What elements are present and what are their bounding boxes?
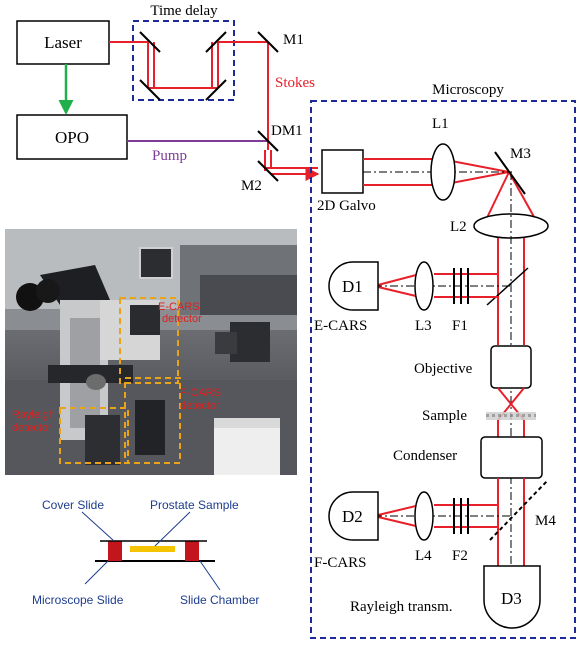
microscopy-box bbox=[310, 100, 576, 639]
slide-chamber-right bbox=[185, 541, 199, 561]
stokes-beam bbox=[109, 41, 269, 150]
m3-label: M3 bbox=[510, 146, 531, 162]
prostate-sample-label: Prostate Sample bbox=[150, 498, 239, 512]
objective-label: Objective bbox=[414, 361, 473, 377]
detector-d2 bbox=[328, 491, 379, 541]
prostate-sample-strip bbox=[130, 546, 175, 552]
l1-label: L1 bbox=[432, 116, 449, 132]
lens-l1 bbox=[430, 143, 456, 201]
l4-label: L4 bbox=[415, 548, 432, 564]
lens-l4 bbox=[414, 491, 434, 541]
time-delay-label: Time delay bbox=[150, 3, 218, 19]
ecars-beam bbox=[373, 273, 498, 298]
mirror-m2 bbox=[257, 160, 279, 182]
detector-d1 bbox=[328, 261, 379, 311]
sample-marker bbox=[486, 412, 536, 420]
opo-label: OPO bbox=[55, 128, 89, 147]
photo-rayleigh-box bbox=[59, 407, 129, 464]
photo-ecars-label-1: E-CARS bbox=[158, 301, 200, 313]
l3-label: L3 bbox=[415, 318, 432, 334]
stokes-label: Stokes bbox=[275, 75, 315, 91]
d1-label: D1 bbox=[342, 277, 363, 296]
m2-label: M2 bbox=[241, 178, 262, 194]
slide-leader-lines bbox=[81, 511, 221, 591]
laser-box bbox=[16, 20, 110, 65]
filter-f1 bbox=[453, 268, 469, 304]
slide-diagram: Cover Slide Prostate Sample Microscope S… bbox=[32, 498, 259, 607]
photo-rayleigh-label-1: Rayleigh bbox=[12, 409, 55, 421]
dm1-label: DM1 bbox=[271, 123, 303, 139]
mirror-dm1 bbox=[257, 130, 279, 152]
photo-ecars-label-2: detector bbox=[162, 313, 202, 325]
vertical-beam-lower bbox=[497, 478, 525, 566]
objective-box bbox=[490, 345, 532, 389]
rayleigh-transm-label: Rayleigh transm. bbox=[350, 599, 452, 615]
time-delay-box bbox=[132, 20, 235, 101]
lens-l3 bbox=[414, 261, 434, 311]
d2-label: D2 bbox=[342, 507, 363, 526]
fcars-label: F-CARS bbox=[314, 555, 367, 571]
laser-label: Laser bbox=[44, 33, 82, 52]
m1-label: M1 bbox=[283, 32, 304, 48]
photo-fcars-label-2: detector bbox=[180, 400, 220, 412]
photo-ecars-box bbox=[119, 297, 179, 384]
condenser-box bbox=[480, 436, 543, 479]
setup-photo: E-CARS detector F-CARS detector Rayleigh… bbox=[5, 229, 297, 475]
ecars-label: E-CARS bbox=[314, 318, 367, 334]
f2-label: F2 bbox=[452, 548, 468, 564]
d3-label: D3 bbox=[501, 589, 522, 608]
condenser-label: Condenser bbox=[393, 448, 457, 464]
f1-label: F1 bbox=[452, 318, 468, 334]
photo-rayleigh-label-2: detector bbox=[12, 422, 52, 434]
pump-label: Pump bbox=[152, 148, 187, 164]
fcars-beam bbox=[373, 504, 498, 528]
photo-fcars-label-1: F-CARS bbox=[180, 387, 221, 399]
microscopy-label: Microscopy bbox=[432, 82, 504, 98]
slide-chamber-left bbox=[108, 541, 122, 561]
detector-d3 bbox=[483, 565, 541, 629]
galvo-label: 2D Galvo bbox=[317, 198, 376, 214]
filter-f2 bbox=[453, 498, 469, 534]
slide-chamber-label: Slide Chamber bbox=[180, 593, 259, 607]
l2-label: L2 bbox=[450, 219, 467, 235]
vertical-beam-upper bbox=[497, 238, 525, 345]
galvo-box bbox=[321, 149, 364, 194]
microscope-slide-label: Microscope Slide bbox=[32, 593, 124, 607]
m4-label: M4 bbox=[535, 513, 556, 529]
opo-box bbox=[16, 114, 128, 160]
cover-slide-label: Cover Slide bbox=[42, 498, 104, 512]
delay-mirrors bbox=[139, 31, 227, 101]
mirror-m3 bbox=[494, 151, 526, 195]
sample-label: Sample bbox=[422, 408, 467, 424]
mirror-m1 bbox=[257, 31, 279, 53]
